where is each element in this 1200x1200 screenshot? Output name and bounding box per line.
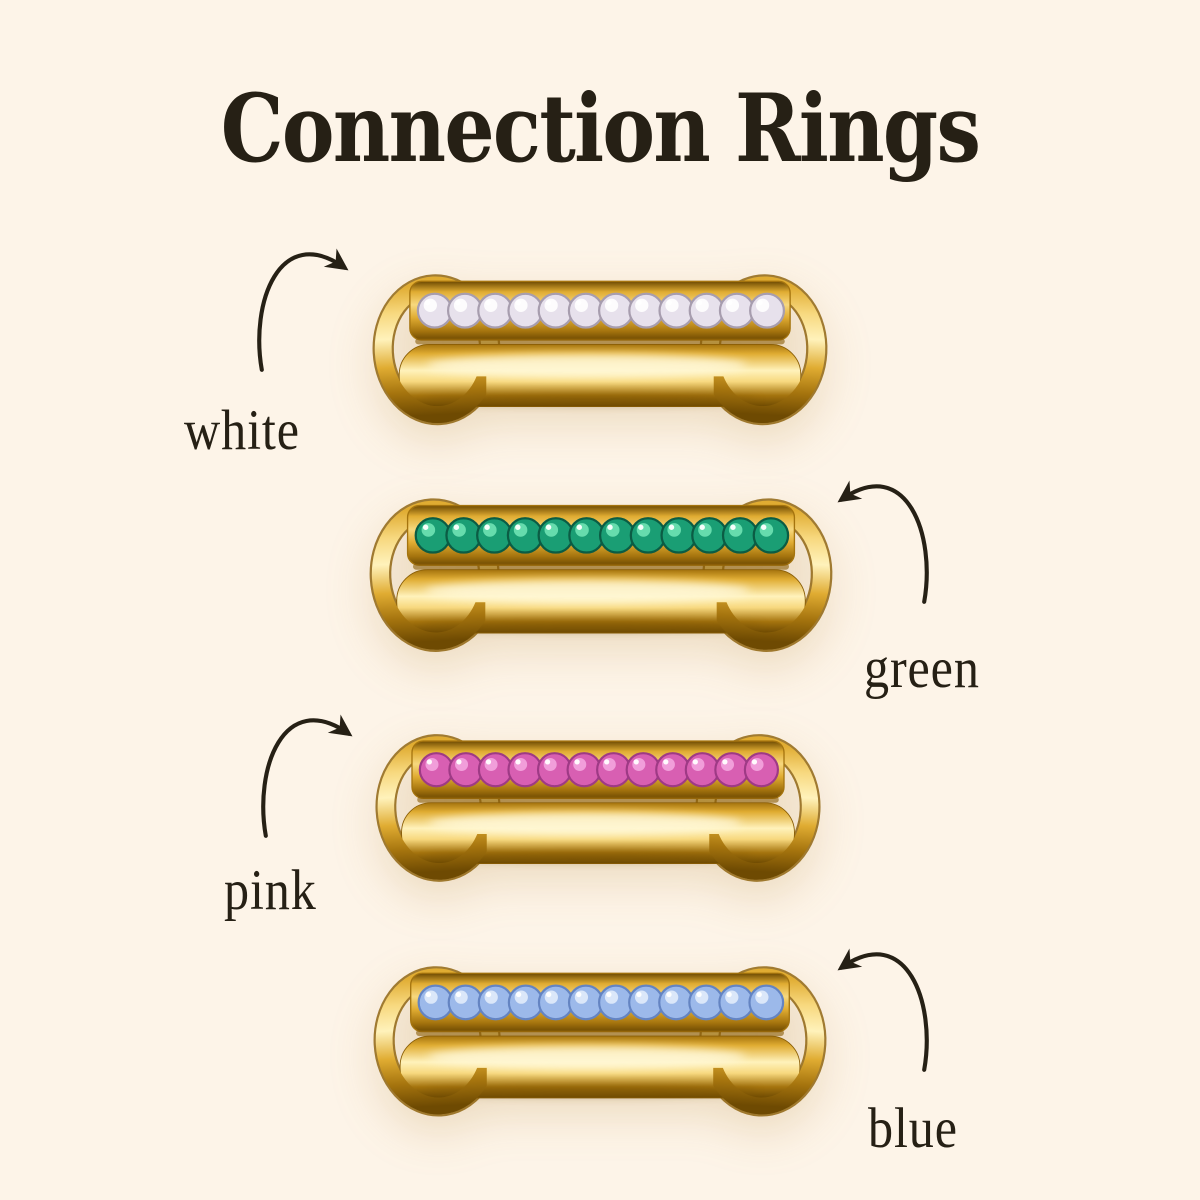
page-title: Connection Rings (220, 74, 981, 184)
arrow-to-pink-ring-icon (261, 714, 353, 838)
arrow-to-green-ring-icon (837, 480, 929, 604)
label-green: green (864, 637, 980, 700)
label-blue: blue (868, 1097, 958, 1160)
label-pink: pink (224, 859, 317, 922)
ring-image-white (369, 268, 831, 432)
ring-image-blue (370, 960, 830, 1124)
arrow-to-blue-ring-icon (837, 948, 929, 1072)
ring-image-green (366, 492, 836, 659)
label-white: white (184, 399, 300, 462)
arrow-to-white-ring-icon (257, 248, 349, 372)
ring-image-pink (372, 728, 824, 889)
